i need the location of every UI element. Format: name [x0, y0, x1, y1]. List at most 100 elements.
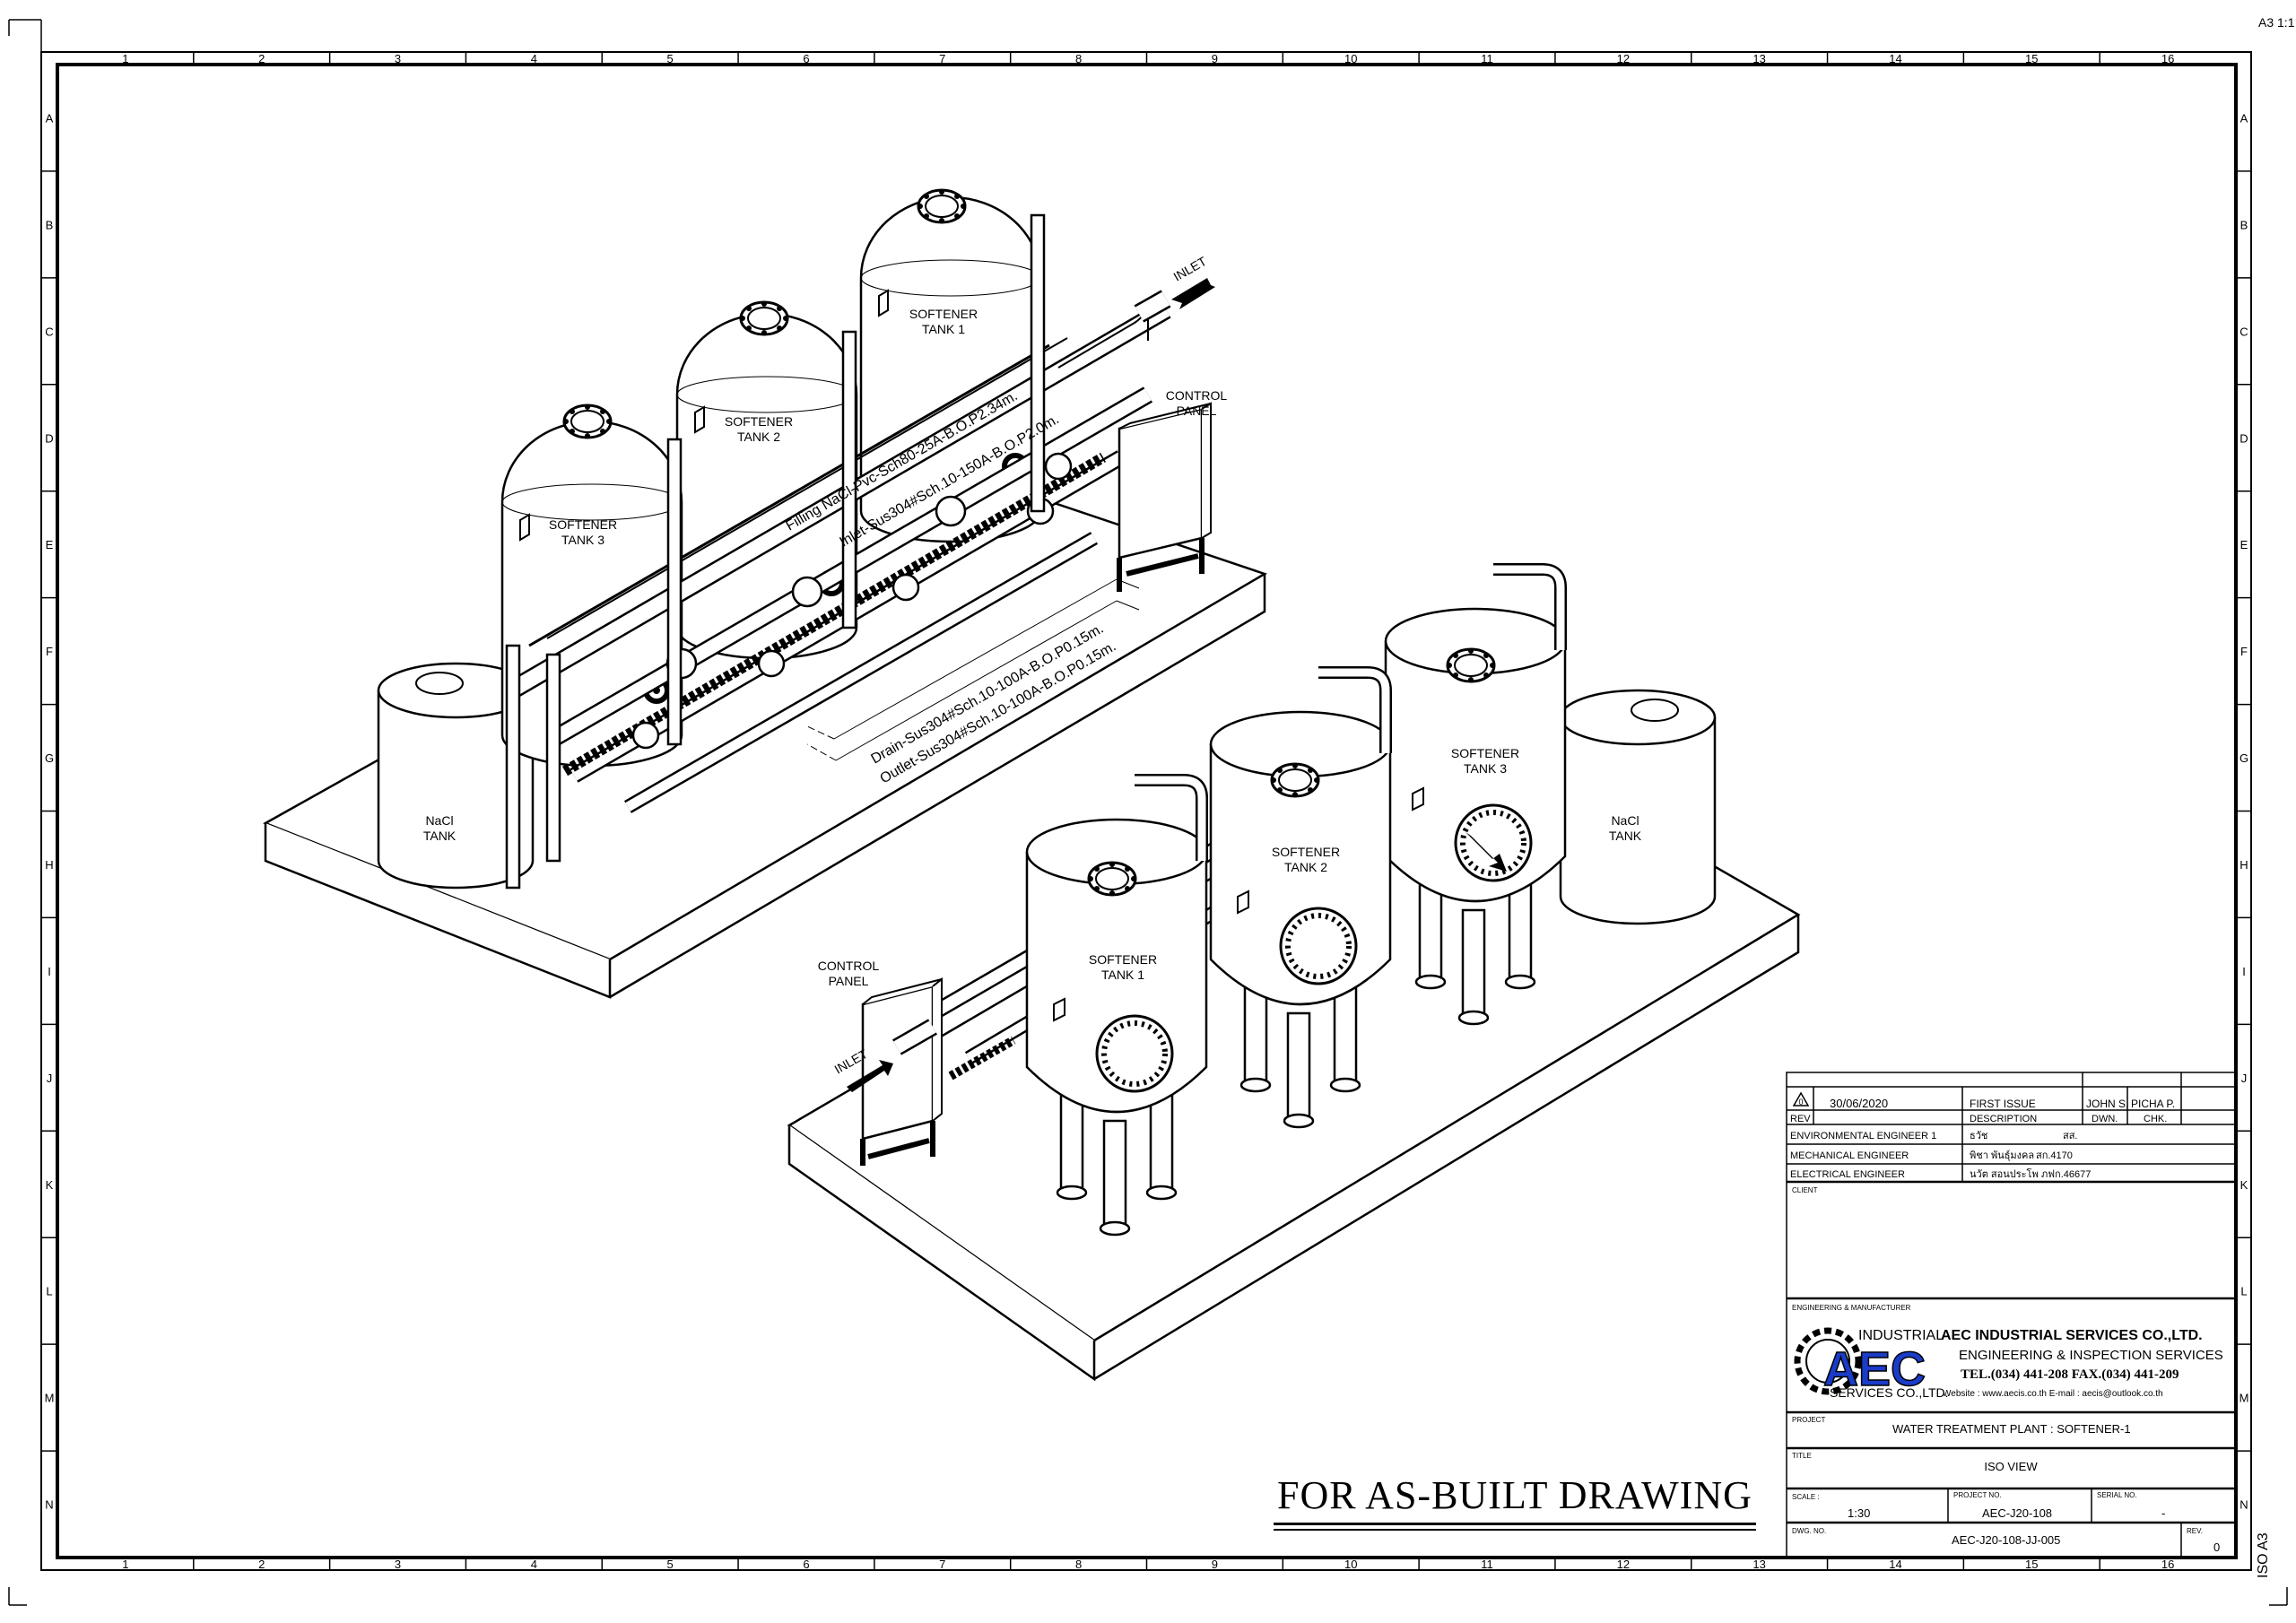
grid-col-12-bottom: 12 — [1617, 1558, 1630, 1571]
grid-col-10-top: 10 — [1344, 52, 1357, 65]
grid-row-E-left: E — [46, 538, 54, 551]
upper-tank3-label-2: TANK 3 — [561, 533, 604, 547]
eng-env-license: สส. — [2063, 1131, 2077, 1141]
grid-row-M-left: M — [45, 1392, 55, 1405]
grid-col-12-top: 12 — [1617, 52, 1630, 65]
grid-row-D-left: D — [45, 431, 53, 445]
eng-env-role: ENVIRONMENTAL ENGINEER 1 — [1790, 1131, 1936, 1141]
eng-mech-role: MECHANICAL ENGINEER — [1790, 1150, 1909, 1161]
eng-elec-name: นวัต สอนประโพ — [1970, 1167, 2039, 1180]
rev-value: 0 — [2213, 1541, 2220, 1554]
scale-label: SCALE : — [1792, 1493, 1820, 1501]
drawing-title: ISO VIEW — [1984, 1460, 2038, 1473]
hdr-rev: REV — [1790, 1114, 1811, 1124]
upper-nacl-label-1: NaCl — [425, 813, 453, 828]
grid-col-9-bottom: 9 — [1212, 1558, 1218, 1571]
grid-row-G-left: G — [45, 751, 54, 765]
grid-col-6-top: 6 — [803, 52, 809, 65]
lower-tank2-label-2: TANK 2 — [1284, 860, 1327, 874]
grid-col-8-top: 8 — [1075, 52, 1082, 65]
grid-row-C-right: C — [2239, 325, 2248, 338]
upper-tank1-label-2: TANK 1 — [922, 322, 965, 336]
as-built-stamp: FOR AS-BUILT DRAWING — [1274, 1471, 1756, 1531]
grid-row-B-left: B — [46, 218, 54, 231]
sheet-size-mark: A3 1:1 — [2258, 15, 2295, 30]
grid-col-15-bottom: 15 — [2025, 1558, 2038, 1571]
grid-col-7-bottom: 7 — [939, 1558, 945, 1571]
grid-col-1-bottom: 1 — [122, 1558, 128, 1571]
upper-tank3-label-1: SOFTENER — [549, 517, 617, 532]
project-name: WATER TREATMENT PLANT : SOFTENER-1 — [1892, 1422, 2131, 1436]
upper-control-label-1: CONTROL — [1166, 388, 1228, 403]
lower-tank-1: SOFTENER TANK 1 — [1027, 780, 1206, 1235]
lower-control-label-2: PANEL — [829, 974, 869, 988]
grid-col-10-bottom: 10 — [1344, 1558, 1357, 1571]
grid-col-13-top: 13 — [1752, 52, 1765, 65]
grid-row-F-left: F — [46, 645, 53, 658]
eng-mech-license: สก.4170 — [2036, 1150, 2073, 1161]
client-label: CLIENT — [1792, 1186, 1818, 1194]
project-label: PROJECT — [1792, 1416, 1825, 1424]
grid-row-B-right: B — [2240, 218, 2248, 231]
rev-checked-by: PICHA P. — [2131, 1098, 2175, 1110]
lower-tank3-label-1: SOFTENER — [1451, 746, 1519, 760]
title-block: 0 30/06/2020 FIRST ISSUE JOHN S. PICHA P… — [1786, 1072, 2237, 1558]
grid-row-J-left: J — [47, 1072, 53, 1085]
eng-env-name: ธวัช — [1970, 1131, 1987, 1141]
hdr-checked: CHK. — [2144, 1114, 2167, 1124]
grid-col-5-top: 5 — [667, 52, 674, 65]
grid-row-L-right: L — [2240, 1285, 2247, 1298]
grid-row-N-right: N — [2239, 1498, 2248, 1512]
rev-date: 30/06/2020 — [1830, 1097, 1888, 1110]
grid-row-C-left: C — [45, 325, 53, 338]
lower-nacl-label-2: TANK — [1609, 829, 1642, 843]
grid-col-2-bottom: 2 — [258, 1558, 265, 1571]
grid-col-11-top: 11 — [1481, 52, 1493, 65]
grid-col-4-top: 4 — [531, 52, 537, 65]
grid-row-G-right: G — [2239, 751, 2248, 765]
grid-row-F-right: F — [2240, 645, 2248, 658]
upper-tank1-label-1: SOFTENER — [909, 307, 978, 321]
grid-col-11-bottom: 11 — [1481, 1558, 1493, 1571]
grid-row-N-left: N — [45, 1498, 53, 1512]
grid-row-E-right: E — [2240, 538, 2248, 551]
grid-col-13-bottom: 13 — [1752, 1558, 1765, 1571]
grid-col-2-top: 2 — [258, 52, 265, 65]
title-label: TITLE — [1792, 1452, 1812, 1460]
dwg-no: AEC-J20-108-JJ-005 — [1952, 1533, 2060, 1547]
grid-col-6-bottom: 6 — [803, 1558, 809, 1571]
upper-tank2-label-1: SOFTENER — [725, 414, 793, 429]
grid-row-I-left: I — [48, 965, 51, 978]
grid-row-D-right: D — [2239, 431, 2248, 445]
serial-label: SERIAL NO. — [2097, 1491, 2137, 1499]
upper-nacl-label-2: TANK — [423, 829, 457, 843]
hdr-description: DESCRIPTION — [1970, 1114, 2037, 1124]
grid-col-4-bottom: 4 — [531, 1558, 537, 1571]
lower-nacl-tank: NaCl TANK — [1559, 689, 1717, 925]
upper-iso-plan: NaCl TANK SOFTENER TANK 1 SOFTENER TANK … — [263, 187, 1267, 999]
company-services: ENGINEERING & INSPECTION SERVICES — [1959, 1348, 2223, 1363]
grid-row-J-right: J — [2241, 1072, 2248, 1085]
eng-elec-role: ELECTRICAL ENGINEER — [1790, 1169, 1905, 1180]
serial-no: - — [2161, 1506, 2165, 1520]
upper-nacl-tank: NaCl TANK — [377, 662, 535, 890]
grid-col-16-top: 16 — [2161, 52, 2174, 65]
company-web: Website : www.aecis.co.th E-mail : aecis… — [1943, 1389, 2163, 1399]
project-no: AEC-J20-108 — [1982, 1506, 2052, 1520]
company-phone: TEL.(034) 441-208 FAX.(034) 441-209 — [1961, 1367, 2179, 1382]
lower-nacl-label-1: NaCl — [1611, 813, 1639, 828]
lower-tank-3: SOFTENER TANK 3 — [1386, 569, 1565, 1024]
grid-col-3-top: 3 — [395, 52, 401, 65]
hdr-drawn: DWN. — [2092, 1114, 2118, 1124]
grid-col-1-top: 1 — [122, 52, 128, 65]
eng-elec-license: ภฟก.46677 — [2041, 1169, 2091, 1180]
logo-bottom-text: SERVICES CO.,LTD. — [1830, 1385, 1949, 1400]
rev-marker: 0 — [1798, 1098, 1803, 1107]
lower-iso-plan: NaCl TANK SOFTENER TANK 3 SOFTENER TANK … — [787, 569, 1801, 1382]
eng-mech-name: พิชา พันธุ์มงคล — [1970, 1150, 2034, 1161]
lower-control-label-1: CONTROL — [818, 959, 880, 973]
upper-tank2-label-2: TANK 2 — [737, 430, 780, 444]
project-no-label: PROJECT NO. — [1953, 1491, 2002, 1499]
lower-tank2-label-1: SOFTENER — [1272, 845, 1340, 859]
